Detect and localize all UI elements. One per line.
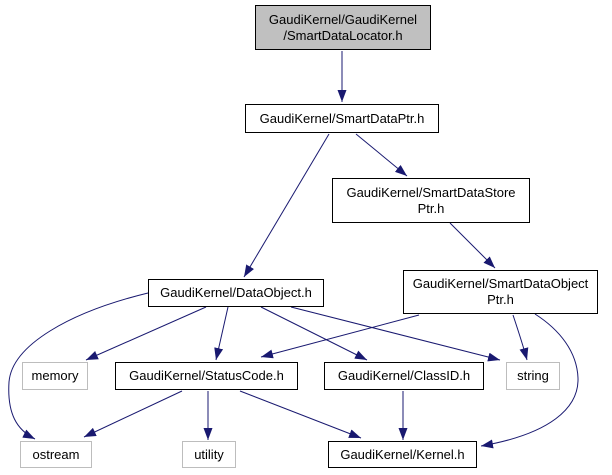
edge-smartdataptr-storeptr bbox=[355, 133, 408, 177]
node-smartdatalocator-line2: /SmartDataLocator.h bbox=[283, 27, 403, 43]
node-kernel-label: GaudiKernel/Kernel.h bbox=[340, 446, 465, 462]
node-kernel[interactable]: GaudiKernel/Kernel.h bbox=[328, 441, 477, 468]
node-string-label: string bbox=[517, 368, 549, 383]
node-smartdataobjectptr-line2: Ptr.h bbox=[487, 292, 514, 307]
edge-smartdataptr-dataobject bbox=[243, 133, 330, 278]
edge-dataobject-ostream bbox=[8, 292, 149, 440]
edge-objectptr-statuscode bbox=[260, 314, 420, 359]
node-smartdataobjectptr-line1: GaudiKernel/SmartDataObject bbox=[412, 276, 589, 291]
node-smartdatastoreptr-line1: GaudiKernel/SmartDataStore bbox=[346, 184, 516, 200]
edge-dataobject-memory bbox=[85, 306, 207, 361]
node-dataobject-label: GaudiKernel/DataObject.h bbox=[160, 285, 312, 300]
node-classid[interactable]: GaudiKernel/ClassID.h bbox=[324, 362, 484, 390]
node-ostream-label: ostream bbox=[32, 446, 80, 462]
node-smartdatalocator: GaudiKernel/GaudiKernel /SmartDataLocato… bbox=[255, 5, 431, 50]
node-statuscode[interactable]: GaudiKernel/StatusCode.h bbox=[115, 362, 298, 390]
edge-statuscode-kernel bbox=[239, 390, 362, 439]
edge-objectptr-string bbox=[512, 314, 529, 361]
node-classid-label: GaudiKernel/ClassID.h bbox=[337, 368, 471, 383]
node-smartdatastoreptr[interactable]: GaudiKernel/SmartDataStore Ptr.h bbox=[332, 178, 530, 223]
edge-objectptr-kernel bbox=[480, 313, 579, 449]
node-memory: memory bbox=[22, 362, 88, 390]
node-utility: utility bbox=[182, 441, 236, 468]
node-string: string bbox=[506, 362, 560, 390]
node-memory-label: memory bbox=[31, 368, 79, 383]
edge-dataobject-classid bbox=[260, 306, 368, 361]
node-ostream: ostream bbox=[20, 441, 92, 468]
node-utility-label: utility bbox=[194, 446, 224, 462]
edge-storeptr-objectptr bbox=[449, 222, 496, 269]
node-smartdataptr[interactable]: GaudiKernel/SmartDataPtr.h bbox=[245, 104, 439, 133]
node-smartdatastoreptr-line2: Ptr.h bbox=[417, 200, 445, 216]
node-dataobject[interactable]: GaudiKernel/DataObject.h bbox=[148, 279, 324, 307]
node-smartdataptr-label: GaudiKernel/SmartDataPtr.h bbox=[259, 110, 425, 126]
node-smartdatalocator-line1: GaudiKernel/GaudiKernel bbox=[268, 11, 418, 27]
edge-dataobject-string bbox=[290, 306, 501, 362]
node-smartdataobjectptr[interactable]: GaudiKernel/SmartDataObject Ptr.h bbox=[403, 270, 598, 314]
edge-statuscode-ostream bbox=[83, 390, 183, 438]
node-statuscode-label: GaudiKernel/StatusCode.h bbox=[129, 368, 284, 383]
edge-dataobject-statuscode bbox=[214, 306, 229, 361]
